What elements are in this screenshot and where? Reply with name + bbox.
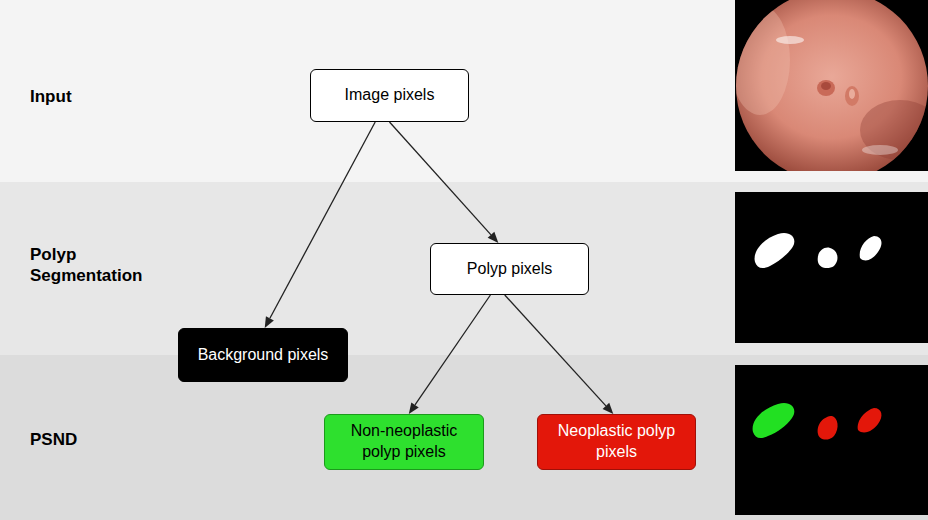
arrow-head [603,403,614,414]
segmentation-mask [735,192,928,343]
process-box: Background pixels [178,328,348,382]
arrow-line [270,122,375,318]
box-label: Neoplastic polyp pixels [538,421,695,463]
stage-label: Input [30,86,160,107]
flow-arrow [265,122,375,328]
arrow-line [390,122,492,235]
flow-arrow [390,122,499,243]
classification-mask [735,365,928,515]
box-label: Non-neoplastic polyp pixels [325,421,483,463]
arrow-head [409,402,419,414]
box-label: Polyp pixels [459,259,560,280]
arrow-line [415,295,490,405]
stage-label: PSND [30,429,160,450]
flow-arrow [409,295,491,414]
arrow-line [505,295,606,406]
arrow-head [265,316,274,328]
process-box: Neoplastic polyp pixels [537,414,696,470]
endoscopy-image [730,0,928,171]
box-label: Image pixels [337,85,443,106]
process-box: Image pixels [310,69,469,122]
stage-label: Polyp Segmentation [30,244,160,287]
process-box: Polyp pixels [430,243,589,295]
arrow-head [488,232,499,243]
box-label: Background pixels [190,345,337,366]
process-box: Non-neoplastic polyp pixels [324,414,484,470]
flow-arrow [505,295,614,414]
